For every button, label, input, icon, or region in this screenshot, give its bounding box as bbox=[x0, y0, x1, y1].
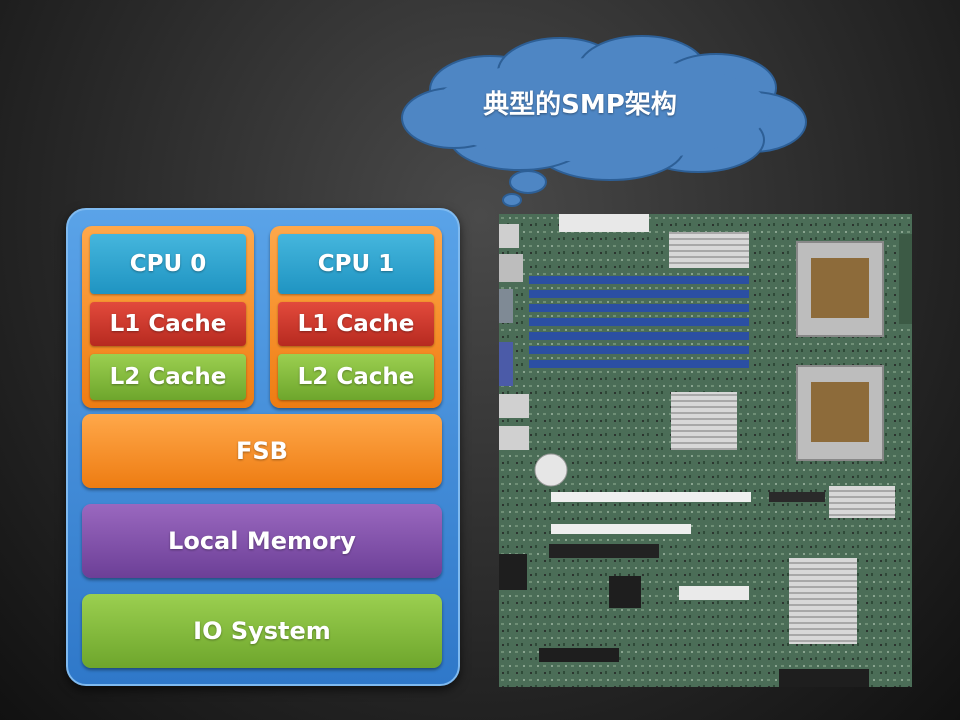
cpu-group-1: CPU 1 L1 Cache L2 Cache bbox=[270, 226, 442, 408]
cpu-0-l1-cache: L1 Cache bbox=[90, 302, 246, 346]
cpu-0-box: CPU 0 bbox=[90, 234, 246, 294]
motherboard-illustration bbox=[499, 214, 912, 687]
motherboard-image bbox=[499, 214, 912, 687]
cpu-1-l1-cache: L1 Cache bbox=[278, 302, 434, 346]
cpu-0-l2-cache: L2 Cache bbox=[90, 354, 246, 400]
callout-text: 典型的SMP架构 bbox=[483, 90, 677, 120]
cpu-group-0: CPU 0 L1 Cache L2 Cache bbox=[82, 226, 254, 408]
callout-cloud bbox=[401, 35, 807, 207]
local-memory-bar: Local Memory bbox=[82, 504, 442, 578]
cpu-1-box: CPU 1 bbox=[278, 234, 434, 294]
cpu-1-l2-cache: L2 Cache bbox=[278, 354, 434, 400]
io-system-bar: IO System bbox=[82, 594, 442, 668]
fsb-bar: FSB bbox=[82, 414, 442, 488]
smp-architecture-stack: CPU 0 L1 Cache L2 Cache CPU 1 L1 Cache L… bbox=[66, 208, 460, 686]
